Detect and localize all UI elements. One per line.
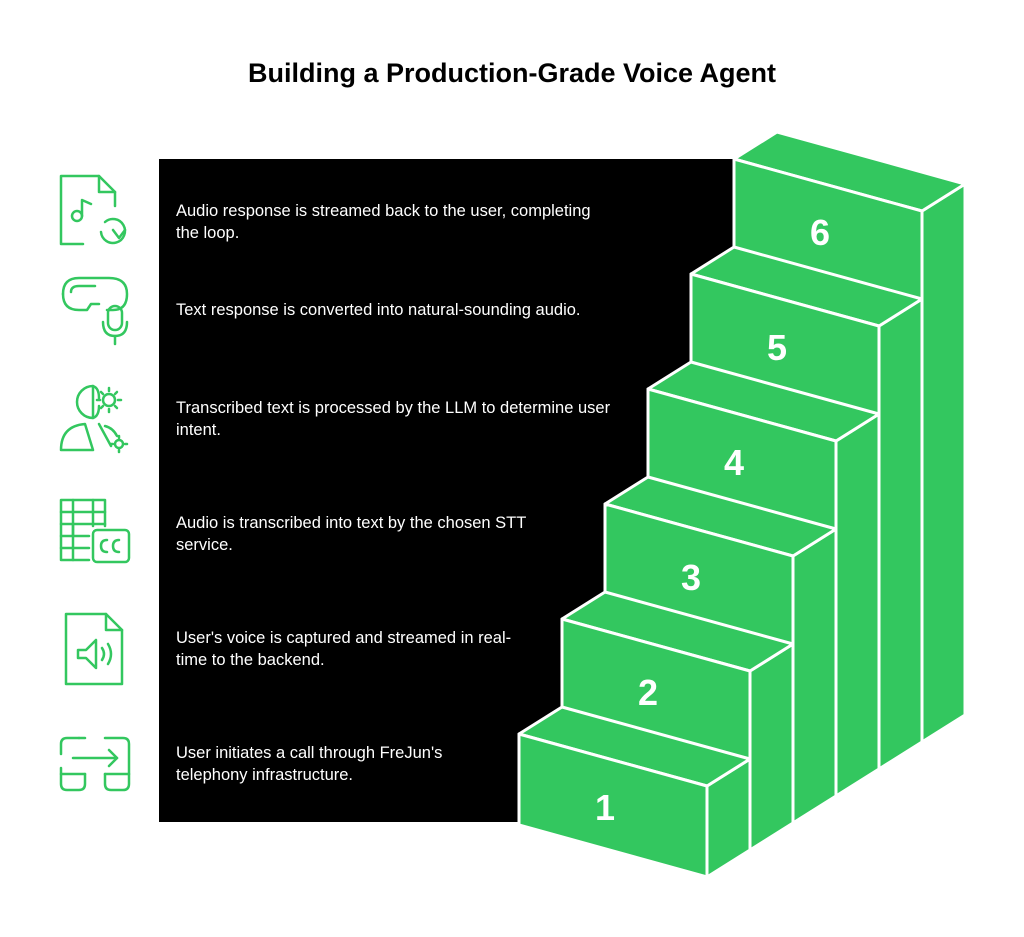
step-6-number: 6 bbox=[810, 212, 830, 253]
step-5-side bbox=[877, 297, 924, 771]
step-2-number: 2 bbox=[638, 672, 658, 713]
call-transfer-icon bbox=[55, 730, 135, 800]
ai-brain-gears-icon bbox=[55, 378, 135, 458]
step-5-text: Text response is converted into natural-… bbox=[176, 301, 581, 319]
film-captions-icon bbox=[55, 494, 135, 574]
step-4-number: 4 bbox=[724, 442, 744, 483]
step-5-number: 5 bbox=[767, 327, 787, 368]
step-3-side bbox=[791, 527, 838, 825]
step-1-front bbox=[517, 732, 709, 879]
headset-microphone-icon bbox=[57, 268, 137, 348]
step-6-text: Audio response is streamed back to the u… bbox=[176, 202, 591, 242]
step-2-side bbox=[748, 642, 795, 852]
step-2-text: User's voice is captured and streamed in… bbox=[176, 629, 512, 669]
step-1-text: User initiates a call through FreJun's t… bbox=[176, 744, 443, 784]
step-6-side bbox=[920, 182, 967, 744]
step-4-text: Transcribed text is processed by the LLM… bbox=[176, 399, 611, 439]
page-title: Building a Production-Grade Voice Agent bbox=[247, 58, 777, 88]
audio-file-icon bbox=[60, 610, 130, 690]
step-3-text: Audio is transcribed into text by the ch… bbox=[176, 514, 527, 554]
step-1-number: 1 bbox=[595, 787, 615, 828]
step-4-side bbox=[834, 412, 881, 798]
music-file-replay-icon bbox=[55, 172, 135, 252]
step-3-number: 3 bbox=[681, 557, 701, 598]
